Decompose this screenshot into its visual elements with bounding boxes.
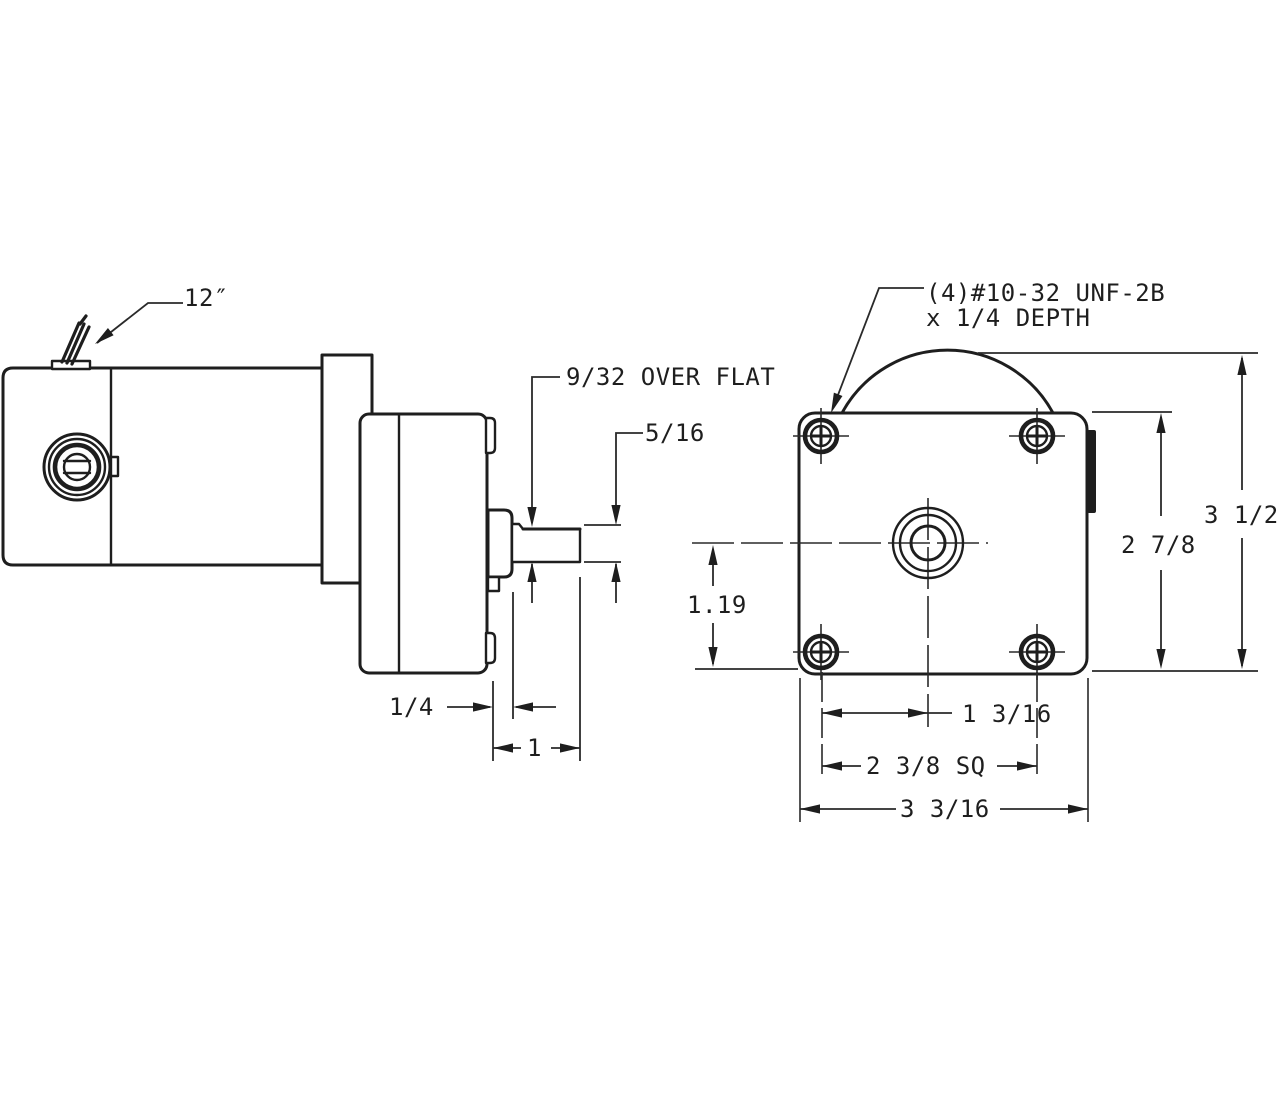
edge-key-bar [1087,430,1096,513]
front-view: (4)#10-32 UNF-2B x 1/4 DEPTH 1.19 1 3/16 [687,279,1279,823]
hub-step [486,575,501,593]
lead-wires [60,314,91,366]
over-flat-label: 9/32 OVER FLAT [566,363,775,391]
dim-center-to-hole-horizontal: 1 3/16 [822,700,1052,728]
body-height-label: 2 7/8 [1121,531,1196,559]
tap-note-line1: (4)#10-32 UNF-2B [926,279,1165,307]
shaft-boss [692,498,988,727]
center-to-hole-vertical-label: 1.19 [687,591,747,619]
dim-overall-height: 3 1/2 [978,352,1279,672]
lead-length-label: 12″ [184,284,229,312]
overall-height-label: 3 1/2 [1204,501,1279,529]
dim-shaft-length: 1 [493,734,580,762]
dim-shaft-diameter: 5/16 [584,419,705,603]
dim-body-height: 2 7/8 [1092,411,1196,669]
center-to-hole-horizontal-label: 1 3/16 [962,700,1052,728]
gearbox-housing [358,412,489,675]
shaft-diameter-label: 5/16 [645,419,705,447]
dim-over-flat: 9/32 OVER FLAT [527,363,775,603]
motor-body [1,366,324,567]
hub-length-label: 1/4 [389,693,434,721]
dim-overall-width: 3 3/16 [800,795,1088,823]
side-view: 12″ 9/32 OVER FLAT 5/16 [1,284,775,762]
shaft-hub [486,508,514,579]
bolt-spacing-label: 2 3/8 SQ [866,752,986,780]
dim-bolt-spacing: 2 3/8 SQ [822,752,1037,780]
dim-lead-length: 12″ [92,284,229,348]
dim-center-to-hole-vertical: 1.19 [687,545,798,670]
dim-tap-note: (4)#10-32 UNF-2B x 1/4 DEPTH [826,279,1165,415]
cap-side-tab [109,455,120,478]
shaft-length-label: 1 [527,734,542,762]
gearbox-ear-bottom [484,631,497,665]
dim-hub-length: 1/4 [389,577,581,761]
gearbox-ear-top [484,416,497,455]
motor-body-arc [840,348,1055,415]
overall-width-label: 3 3/16 [900,795,990,823]
end-cap-bearing [42,432,112,502]
tap-note-line2: x 1/4 DEPTH [926,304,1090,332]
